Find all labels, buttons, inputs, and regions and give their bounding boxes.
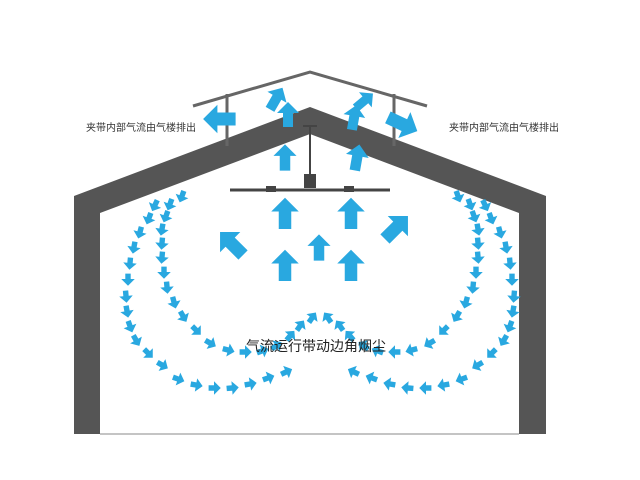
arrow-icon <box>337 249 365 281</box>
arrow-icon <box>502 257 518 271</box>
arrow-icon <box>154 222 170 237</box>
arrow-icon <box>159 281 175 295</box>
arrow-icon <box>187 321 206 340</box>
arrow-icon <box>127 331 146 350</box>
exhaust-label-right: 夹带内部气流由气楼排出 <box>449 123 559 134</box>
airflow-swirl-arrows <box>118 188 522 396</box>
arrow-icon <box>505 273 519 286</box>
arrow-icon <box>243 376 258 392</box>
arrow-icon <box>388 345 401 359</box>
arrow-icon <box>470 222 486 237</box>
arrow-icon <box>146 197 164 214</box>
arrow-icon <box>465 281 481 295</box>
arrow-icon <box>271 197 299 229</box>
arrow-icon <box>465 208 483 225</box>
arrow-icon <box>469 266 483 279</box>
arrow-icon <box>403 342 419 359</box>
arrow-icon <box>307 234 331 261</box>
arrow-icon <box>505 304 521 319</box>
arrow-icon <box>419 381 432 395</box>
ceiling-fan-icon <box>230 125 390 192</box>
arrow-icon <box>173 188 191 205</box>
arrow-icon <box>118 290 134 304</box>
arrow-icon <box>482 210 500 227</box>
arrow-icon <box>457 295 474 311</box>
arrow-icon <box>119 304 135 319</box>
arrow-icon <box>189 377 204 393</box>
arrow-icon <box>170 370 187 388</box>
arrow-icon <box>153 356 172 375</box>
arrow-icon <box>273 144 297 171</box>
arrow-icon <box>226 380 240 396</box>
arrow-icon <box>121 318 139 335</box>
arrow-icon <box>468 356 487 375</box>
arrow-icon <box>278 363 295 381</box>
arrow-icon <box>453 370 470 388</box>
arrow-icon <box>303 308 322 327</box>
arrow-icon <box>201 334 220 353</box>
arrow-icon <box>140 210 158 227</box>
arrow-icon <box>271 249 299 281</box>
arrow-icon <box>498 240 514 255</box>
arrow-icon <box>161 196 179 213</box>
arrow-icon <box>501 318 519 335</box>
arrow-icon <box>131 225 148 241</box>
arrow-icon <box>126 240 142 255</box>
arrow-icon <box>221 342 237 359</box>
center-label: 气流运行带动边角烟尘 <box>246 339 386 355</box>
arrow-icon <box>363 369 380 387</box>
arrow-icon <box>139 344 158 363</box>
arrow-icon <box>436 377 451 393</box>
arrow-icon <box>492 225 509 241</box>
arrow-icon <box>122 257 138 271</box>
arrow-icon <box>166 295 183 311</box>
arrow-icon <box>157 266 171 279</box>
arrow-icon <box>494 331 513 350</box>
building-shell <box>74 107 546 435</box>
arrow-icon <box>374 205 419 250</box>
arrow-icon <box>447 307 466 326</box>
arrow-icon <box>470 237 486 251</box>
arrow-icon <box>203 104 236 134</box>
arrow-icon <box>121 273 135 286</box>
arrow-icon <box>470 251 486 265</box>
arrow-icon <box>260 369 277 387</box>
arrow-icon <box>157 208 175 225</box>
arrow-icon <box>461 196 479 213</box>
arrow-icon <box>345 363 362 381</box>
arrow-icon <box>174 307 193 326</box>
arrow-icon <box>434 321 453 340</box>
arrow-icon <box>208 381 221 395</box>
arrow-icon <box>400 380 414 396</box>
exhaust-label-left: 夹带内部气流由气楼排出 <box>86 123 196 134</box>
arrow-icon <box>154 251 170 265</box>
arrow-icon <box>420 334 439 353</box>
arrow-icon <box>154 237 170 251</box>
arrow-icon <box>209 221 254 266</box>
arrow-icon <box>318 308 337 327</box>
arrow-icon <box>382 376 397 392</box>
arrow-icon <box>337 197 365 229</box>
arrow-icon <box>482 344 501 363</box>
